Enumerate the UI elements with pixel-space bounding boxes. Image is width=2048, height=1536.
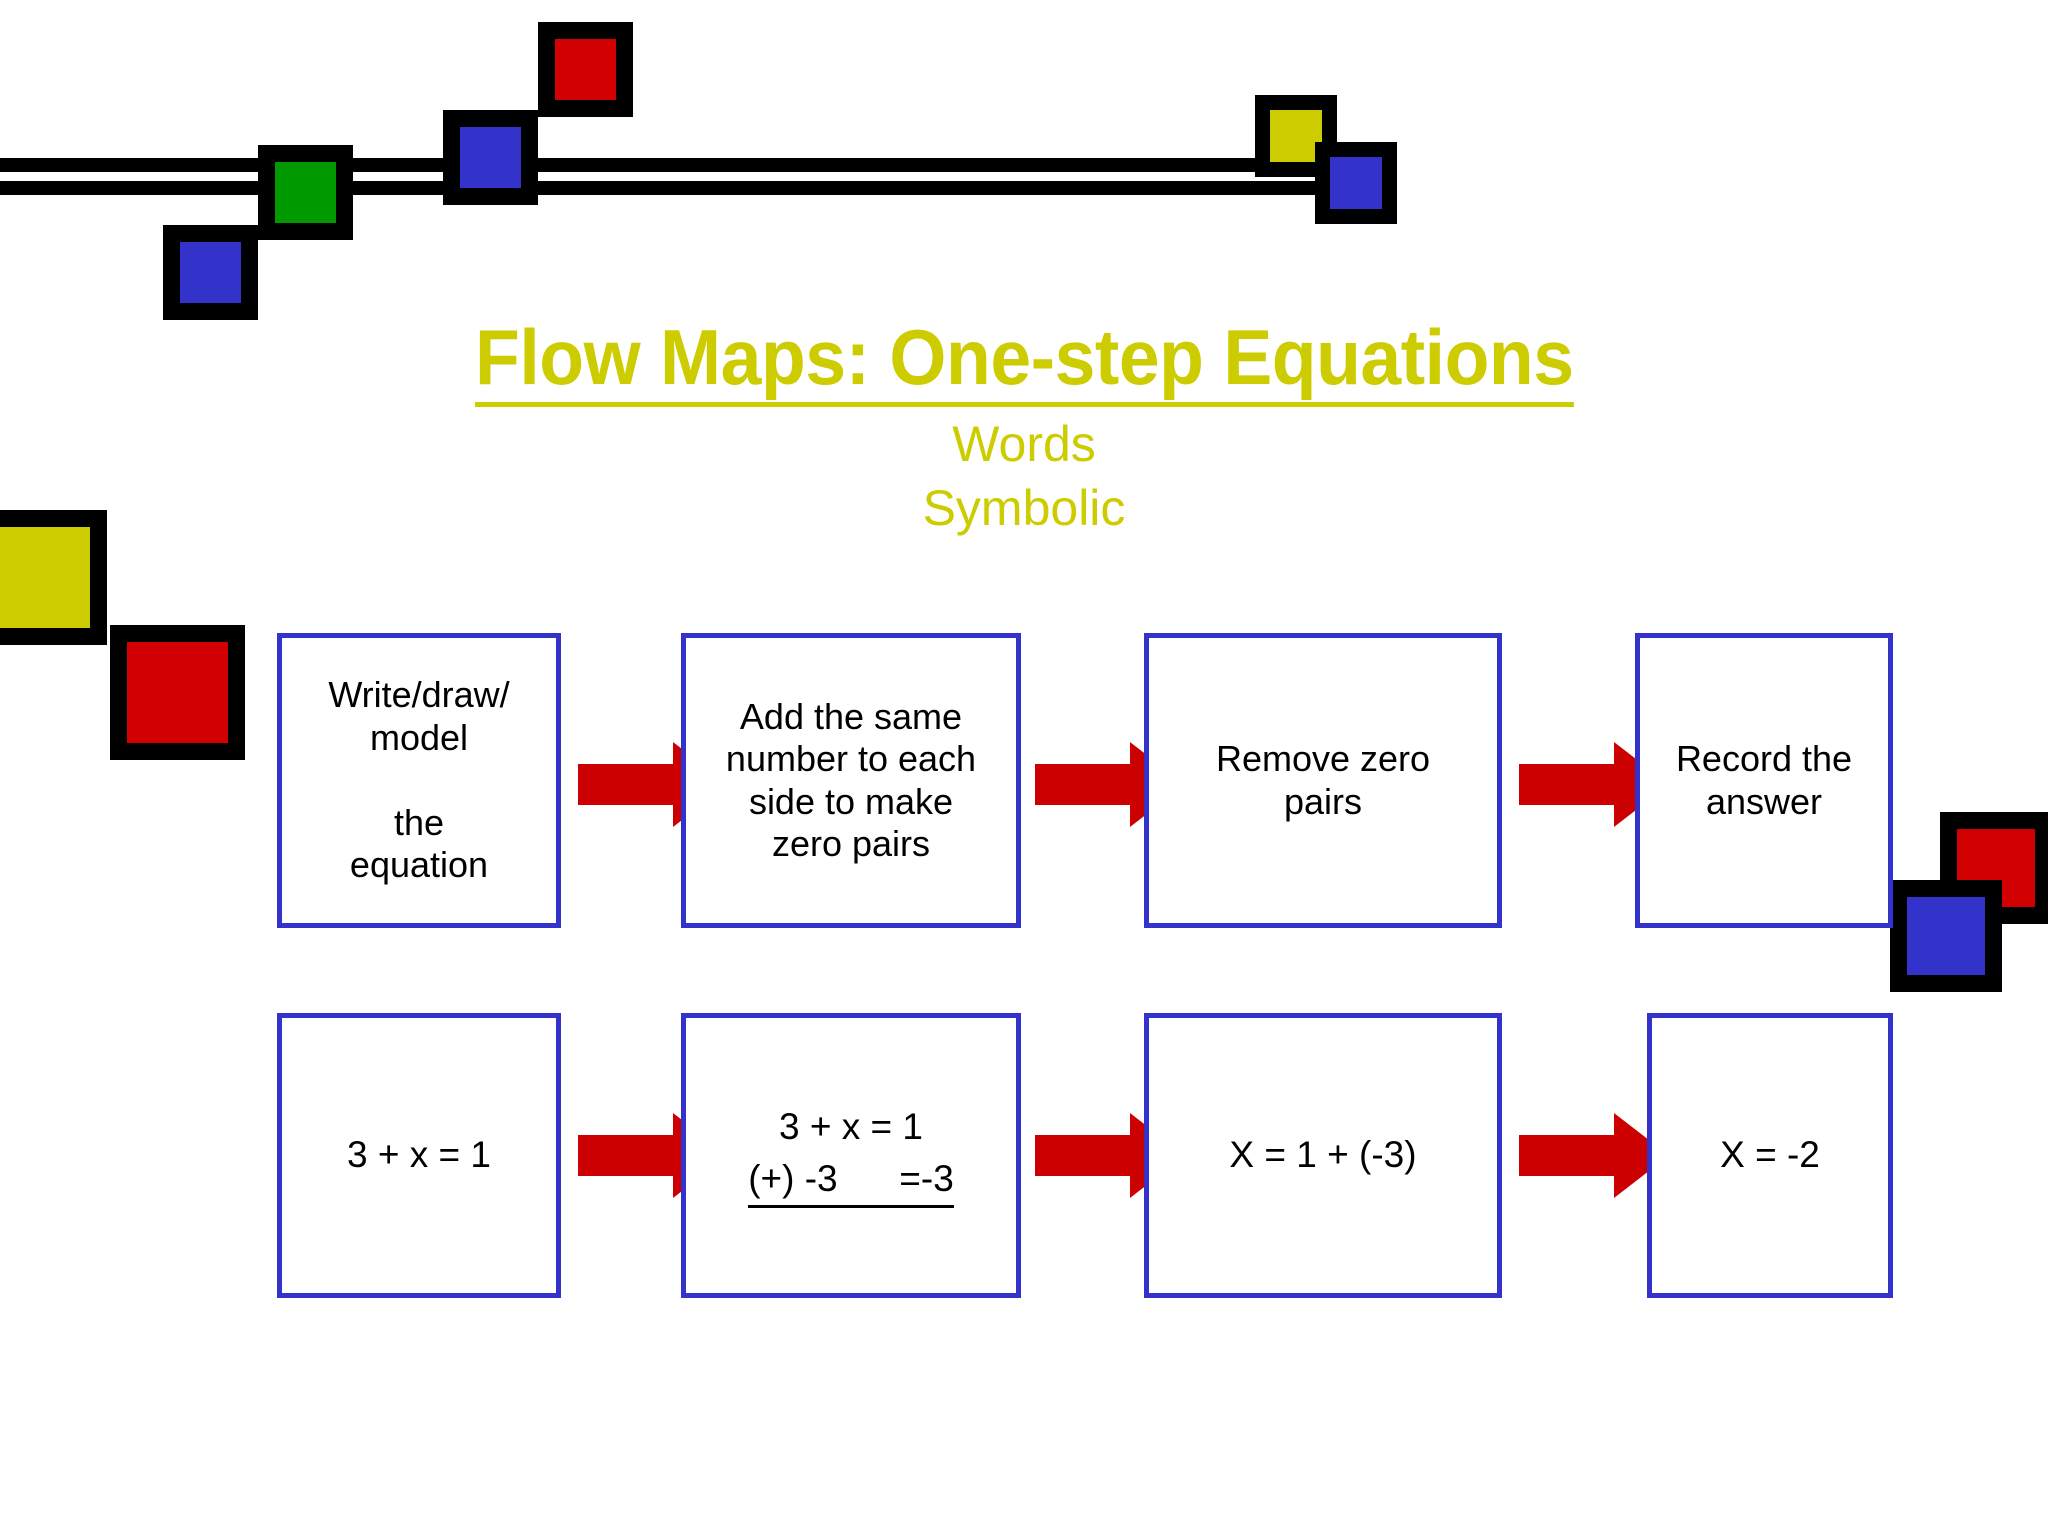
symbolic-step-3-value: X = 1 + (-3)	[1229, 1134, 1417, 1176]
deco-square-yellow-topright	[1255, 95, 1337, 177]
symbolic-step-3[interactable]: X = 1 + (-3)	[1144, 1013, 1502, 1298]
flow-step-3[interactable]: Remove zero pairs	[1144, 633, 1502, 928]
deco-square-blue-lower-left	[163, 225, 258, 320]
symbolic-step-2[interactable]: 3 + x = 1 (+) -3 =-3	[681, 1013, 1021, 1298]
flow-step-1-label: Write/draw/ model the equation	[328, 674, 510, 886]
flow-step-4[interactable]: Record the answer	[1635, 633, 1893, 928]
symbolic-step-2-line2: (+) -3 =-3	[748, 1155, 954, 1209]
deco-square-red-top	[538, 22, 633, 117]
page-title: Flow Maps: One-step Equations	[474, 318, 1574, 407]
symbolic-step-2-line1: 3 + x = 1	[779, 1105, 923, 1147]
flow-step-1[interactable]: Write/draw/ model the equation	[277, 633, 561, 928]
deco-square-blue-topright	[1315, 142, 1397, 224]
flow-step-2-label: Add the same number to each side to make…	[725, 695, 977, 864]
deco-square-blue-mid	[443, 110, 538, 205]
flow-step-3-label: Remove zero pairs	[1215, 738, 1431, 822]
subtitle-symbolic: Symbolic	[922, 480, 1126, 536]
deco-square-yellow-left	[0, 510, 107, 645]
subtitle-words: Words	[952, 416, 1096, 472]
symbolic-step-4[interactable]: X = -2	[1647, 1013, 1893, 1298]
deco-square-blue-right	[1890, 880, 2002, 992]
flow-step-2[interactable]: Add the same number to each side to make…	[681, 633, 1021, 928]
symbolic-step-1[interactable]: 3 + x = 1	[277, 1013, 561, 1298]
deco-rule-top	[0, 158, 1355, 172]
flow-step-4-label: Record the answer	[1675, 738, 1853, 822]
symbolic-step-1-value: 3 + x = 1	[347, 1134, 491, 1176]
symbolic-step-4-value: X = -2	[1720, 1134, 1820, 1176]
deco-square-green	[258, 145, 353, 240]
symbolic-step-2-value: 3 + x = 1 (+) -3 =-3	[748, 1103, 954, 1209]
title-block: Flow Maps: One-step Equations Words Symb…	[0, 318, 2048, 535]
deco-rule-bottom	[0, 181, 1355, 195]
deco-square-red-left	[110, 625, 245, 760]
